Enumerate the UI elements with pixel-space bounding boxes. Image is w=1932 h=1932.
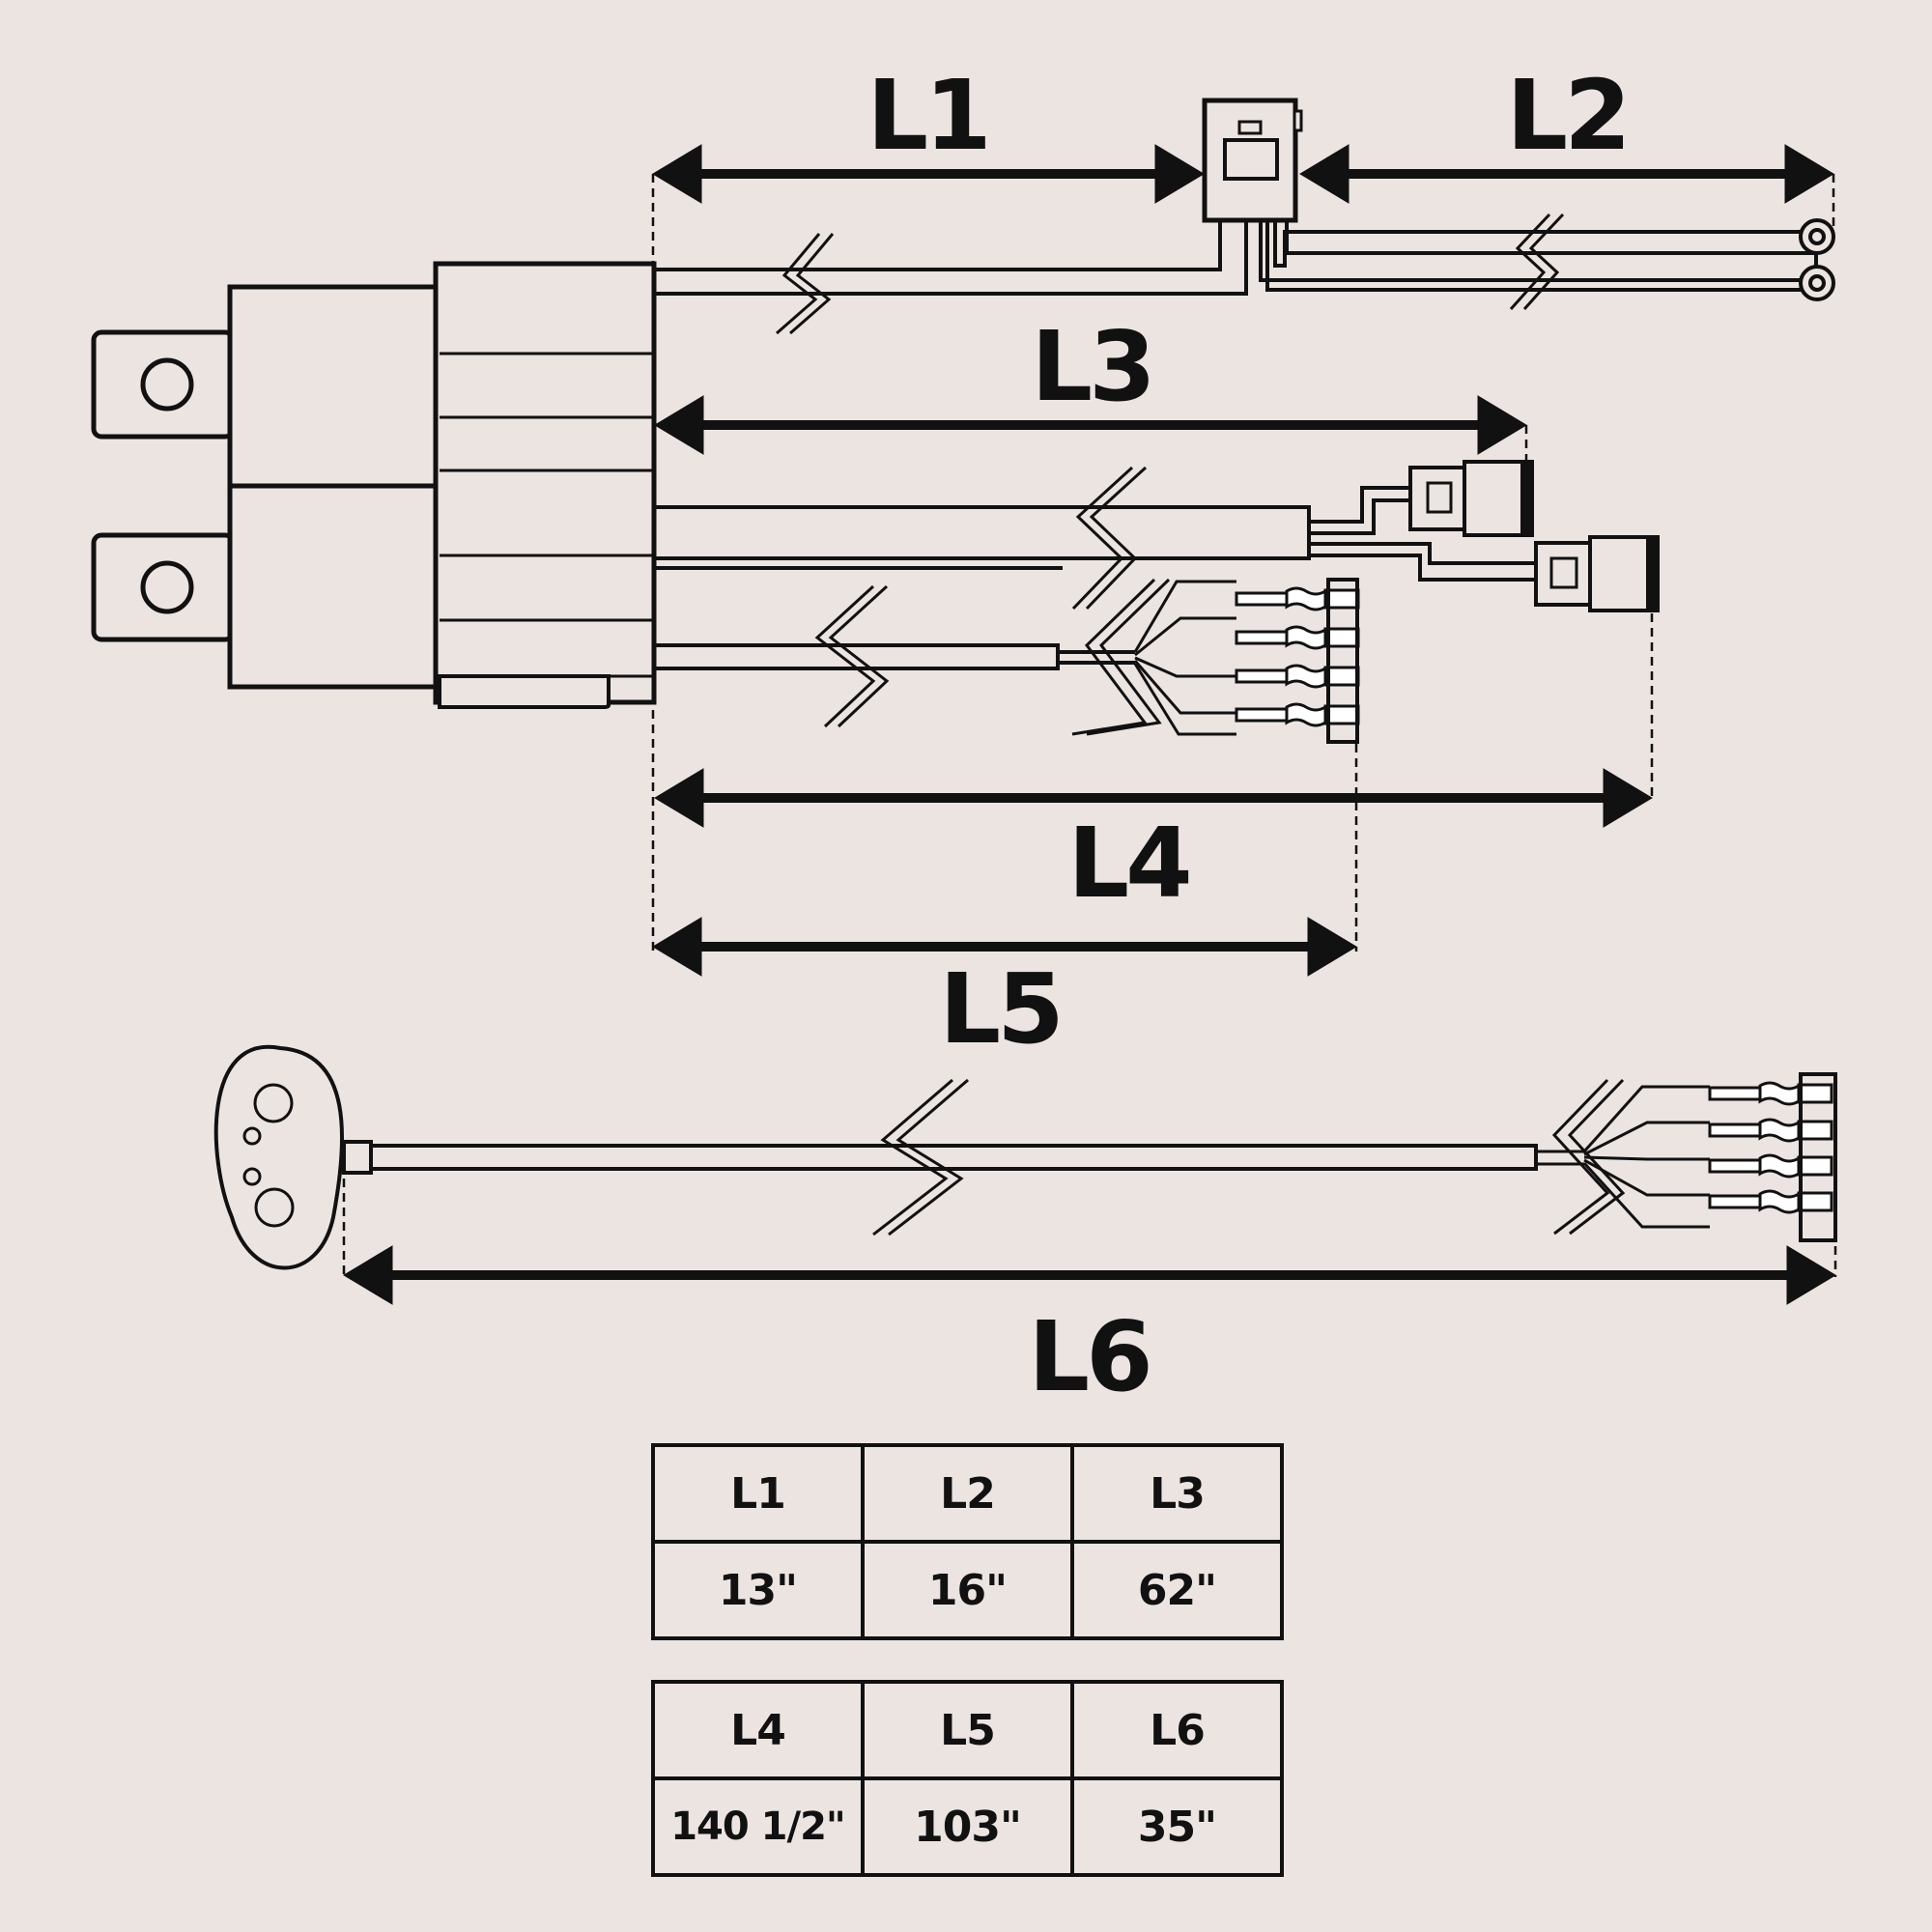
table-header-row: L1 L2 L3 bbox=[651, 1443, 1284, 1544]
rocker-switch bbox=[213, 1044, 344, 1270]
table-value-cell: 103" bbox=[861, 1776, 1074, 1877]
table-value-row: 140 1/2" 103" 35" bbox=[651, 1776, 1284, 1877]
relay-block bbox=[91, 261, 657, 709]
ring-terminals bbox=[1799, 218, 1835, 301]
dim-label-l4: L4 bbox=[1067, 807, 1192, 920]
wires bbox=[654, 222, 1818, 670]
table-value-cell: 13" bbox=[651, 1540, 865, 1640]
dim-arrow-l5 bbox=[652, 917, 1357, 977]
dim-arrow-l6 bbox=[343, 1245, 1836, 1305]
fuse-housing bbox=[433, 261, 657, 705]
table-value-cell: 16" bbox=[861, 1540, 1074, 1640]
relay-lower bbox=[227, 483, 441, 690]
dt-connector-lower bbox=[1534, 535, 1660, 612]
table-header-cell: L2 bbox=[861, 1443, 1074, 1544]
length-table-1: L1 L2 L3 13" 16" 62" bbox=[651, 1443, 1284, 1640]
spade-terminal-bundle-relay bbox=[1071, 578, 1360, 744]
dim-arrow-l2 bbox=[1299, 144, 1834, 204]
switch-connector bbox=[1202, 98, 1303, 223]
switch-harness bbox=[213, 1044, 1837, 1270]
dim-arrow-l4 bbox=[654, 768, 1653, 828]
table-value-row: 13" 16" 62" bbox=[651, 1540, 1284, 1640]
dim-label-l6: L6 bbox=[1028, 1300, 1152, 1413]
table-header-cell: L4 bbox=[651, 1680, 865, 1780]
extension-lines bbox=[342, 174, 1837, 1277]
dim-arrow-l3 bbox=[654, 395, 1527, 455]
relay-upper bbox=[227, 284, 441, 489]
length-table-2: L4 L5 L6 140 1/2" 103" 35" bbox=[651, 1680, 1284, 1877]
table-value-cell: 62" bbox=[1070, 1540, 1284, 1640]
table-header-cell: L6 bbox=[1070, 1680, 1284, 1780]
dim-label-l3: L3 bbox=[1031, 310, 1155, 423]
dim-label-l5: L5 bbox=[939, 952, 1064, 1065]
dim-arrow-l1 bbox=[652, 144, 1205, 204]
table-header-row: L4 L5 L6 bbox=[651, 1680, 1284, 1780]
break-marks bbox=[776, 213, 1565, 728]
table-header-cell: L1 bbox=[651, 1443, 865, 1544]
table-value-cell: 35" bbox=[1070, 1776, 1284, 1877]
mounting-hole-upper bbox=[140, 357, 194, 412]
dimension-arrows bbox=[343, 144, 1836, 1305]
dim-label-l1: L1 bbox=[867, 59, 991, 172]
dt-connector-upper bbox=[1408, 460, 1534, 537]
dim-label-l2: L2 bbox=[1506, 59, 1631, 172]
table-header-cell: L5 bbox=[861, 1680, 1074, 1780]
mounting-hole-lower bbox=[140, 560, 194, 614]
table-value-cell: 140 1/2" bbox=[651, 1776, 865, 1877]
table-header-cell: L3 bbox=[1070, 1443, 1284, 1544]
